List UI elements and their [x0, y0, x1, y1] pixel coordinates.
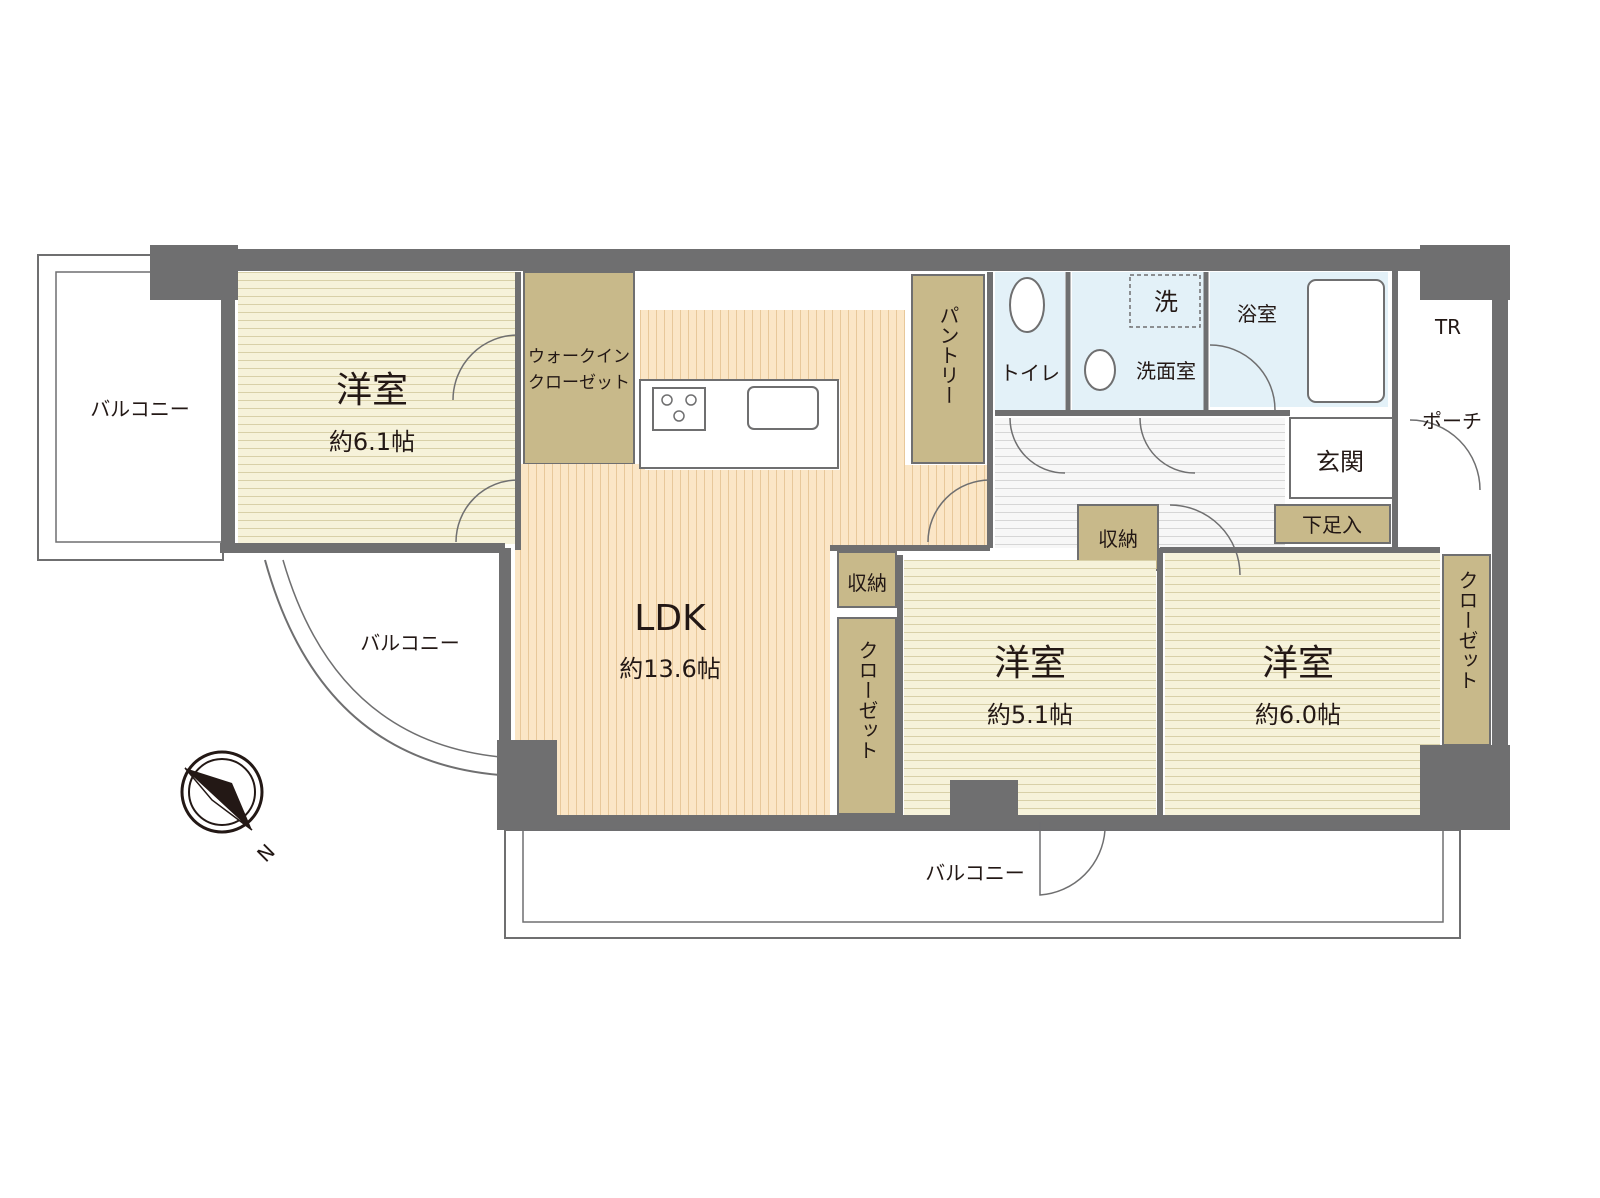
toilet-label: トイレ [1000, 361, 1060, 385]
washroom-label: 洗面室 [1136, 359, 1196, 383]
burner [673, 410, 685, 422]
entrance-floor [1289, 417, 1396, 499]
balcony-label: バルコニー [925, 861, 1025, 885]
tr-label: TR [1434, 315, 1461, 339]
walkin-label-2: クローゼット [528, 373, 630, 393]
entrance-label: 玄関 [1316, 448, 1364, 476]
ldk-storage [837, 551, 897, 608]
pantry-label: パントリー [936, 305, 960, 405]
washroom-floor [1072, 272, 1204, 412]
balcony-curved [264, 559, 501, 776]
bathtub [1307, 279, 1385, 403]
shoe-storage-label: 下足入 [1302, 513, 1362, 537]
stove [652, 387, 706, 431]
wash-label: 洗 [1154, 288, 1178, 316]
bath-label: 浴室 [1237, 302, 1277, 326]
ldk-storage-label: 収納 [847, 571, 887, 595]
hall-storage [1077, 504, 1159, 571]
walls [150, 245, 1510, 830]
western-room-1-floor [238, 272, 518, 544]
pantry [911, 274, 985, 464]
doors [452, 334, 1481, 896]
walkin-closet [523, 271, 635, 465]
room-name: 洋室 [1262, 643, 1334, 684]
ldk-size: 約13.6帖 [619, 655, 720, 683]
hall-storage-label: 収納 [1098, 527, 1138, 551]
shoe-storage [1274, 504, 1391, 544]
room-size: 約6.1帖 [329, 428, 415, 456]
washer-space [1129, 274, 1201, 328]
burner [685, 394, 697, 406]
balcony-west [37, 254, 224, 561]
room-name: 洋室 [994, 643, 1066, 684]
washbasin [1084, 349, 1116, 391]
ldk-floor [515, 310, 990, 815]
ldk-name: LDK [634, 598, 707, 639]
right-closet [1442, 554, 1491, 746]
porch-label: ポーチ [1422, 409, 1482, 433]
ldk-closet-label: クローゼット [855, 640, 879, 760]
room-size: 約6.0帖 [1255, 701, 1341, 729]
burner [661, 394, 673, 406]
western-room-2-floor [904, 560, 1156, 815]
room-name: 洋室 [336, 370, 408, 411]
balcony-south [504, 829, 1461, 939]
toilet-bowl [1009, 277, 1045, 333]
balcony-label: バルコニー [90, 397, 190, 421]
western-room-3-floor [1165, 550, 1440, 815]
compass-icon [180, 750, 264, 834]
walkin-label-1: ウォークイン [528, 347, 630, 367]
sink [747, 386, 819, 430]
north-label: N [252, 839, 280, 867]
ldk-closet [837, 617, 897, 815]
balcony-label: バルコニー [360, 631, 460, 655]
room-size: 約5.1帖 [987, 701, 1073, 729]
right-closet-label: クローゼット [1455, 570, 1479, 690]
kitchen-upper [640, 310, 840, 380]
